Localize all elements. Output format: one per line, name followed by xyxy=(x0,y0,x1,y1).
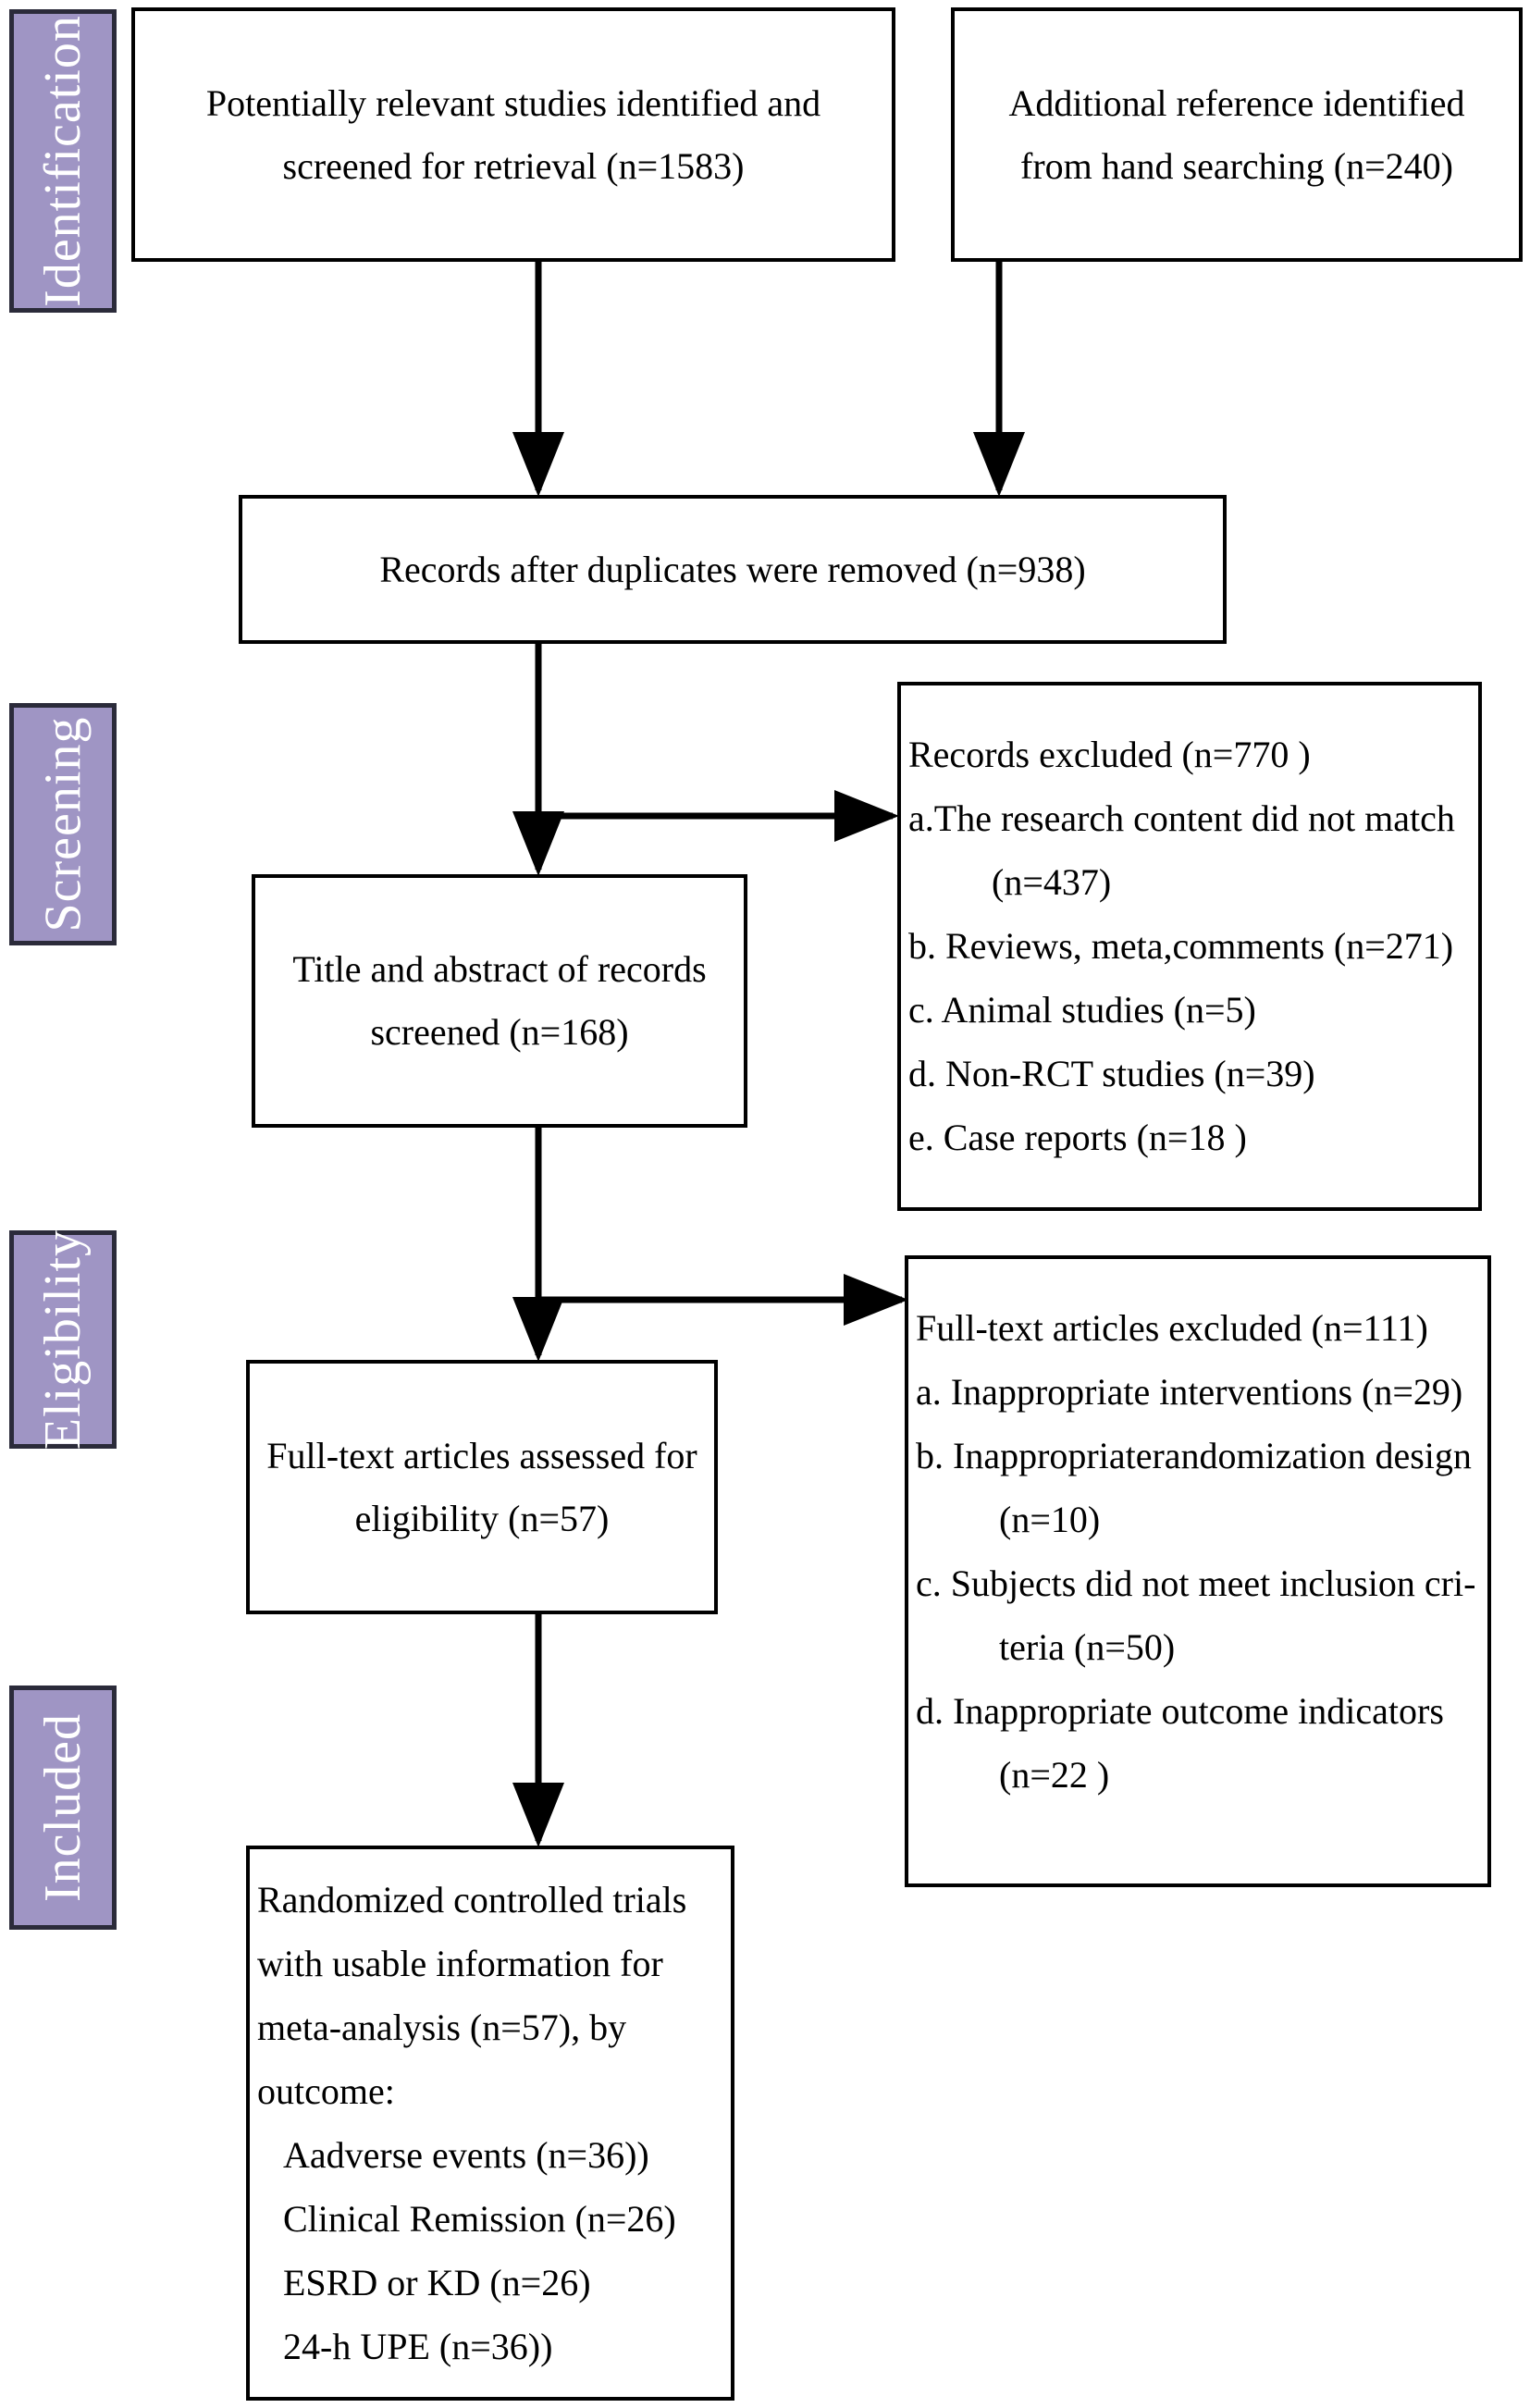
included-line: Randomized controlled trials xyxy=(257,1879,687,1920)
box-line: screened (n=168) xyxy=(370,1011,629,1053)
outcome-item: Clinical Remission (n=26) xyxy=(283,2198,676,2240)
records-excluded-box: Records excluded (n=770 ) a.The research… xyxy=(897,682,1482,1211)
phase-included: Included xyxy=(9,1686,117,1930)
included-line: with usable information for xyxy=(257,1943,663,1984)
box-line: screened for retrieval (n=1583) xyxy=(282,144,745,187)
fulltext-assessed-box: Full-text articles assessed for eligibil… xyxy=(246,1360,718,1614)
fulltext-excluded-box: Full-text articles excluded (n=111) a. I… xyxy=(905,1255,1491,1887)
excluded-item: e. Case reports (n=18 ) xyxy=(908,1117,1247,1158)
outcome-item: ESRD or KD (n=26) xyxy=(283,2262,591,2303)
fulltext-excluded-item: d. Inappropriate outcome indicators xyxy=(916,1690,1444,1732)
outcome-item: 24-h UPE (n=36)) xyxy=(283,2326,553,2367)
box-line: Potentially relevant studies identified … xyxy=(205,81,821,124)
excluded-item: (n=437) xyxy=(992,861,1112,903)
hand-search-box: Additional reference identified from han… xyxy=(951,7,1523,262)
excluded-item: a.The research content did not match xyxy=(908,797,1455,839)
excluded-item: c. Animal studies (n=5) xyxy=(908,989,1256,1031)
included-trials-box: Randomized controlled trials with usable… xyxy=(246,1846,734,2401)
fulltext-excluded-item: (n=10) xyxy=(999,1499,1101,1540)
fulltext-excluded-item: b. Inappropriaterandomization design xyxy=(916,1435,1472,1476)
box-line: eligibility (n=57) xyxy=(354,1497,610,1539)
phase-eligibility: Eligibility xyxy=(9,1229,117,1450)
included-line: outcome: xyxy=(257,2070,395,2112)
screened-records-box: Title and abstract of records screened (… xyxy=(252,874,747,1128)
excluded-item: d. Non-RCT studies (n=39) xyxy=(908,1053,1315,1094)
excluded-item: b. Reviews, meta,comments (n=271) xyxy=(908,925,1454,967)
fulltext-excluded-item: teria (n=50) xyxy=(999,1626,1176,1668)
box-line: Title and abstract of records xyxy=(292,948,707,990)
phase-identification: Identification xyxy=(9,9,117,313)
box-line: Records after duplicates were removed (n… xyxy=(379,548,1086,590)
included-line: meta-analysis (n=57), by xyxy=(257,2007,627,2048)
identified-records-box: Potentially relevant studies identified … xyxy=(131,7,895,262)
fulltext-excluded-item: (n=22 ) xyxy=(999,1754,1110,1796)
fulltext-excluded-title: Full-text articles excluded (n=111) xyxy=(916,1307,1428,1349)
fulltext-excluded-item: c. Subjects did not meet inclusion cri- xyxy=(916,1562,1476,1604)
fulltext-excluded-item: a. Inappropriate interventions (n=29) xyxy=(916,1371,1463,1413)
box-line: from hand searching (n=240) xyxy=(1020,144,1453,187)
box-line: Full-text articles assessed for xyxy=(266,1434,697,1476)
deduplicated-records-box: Records after duplicates were removed (n… xyxy=(239,495,1227,644)
phase-screening: Screening xyxy=(9,703,117,945)
box-line: Additional reference identified xyxy=(1008,81,1465,124)
outcome-item: Aadverse events (n=36)) xyxy=(283,2134,649,2176)
excluded-title: Records excluded (n=770 ) xyxy=(908,734,1311,775)
